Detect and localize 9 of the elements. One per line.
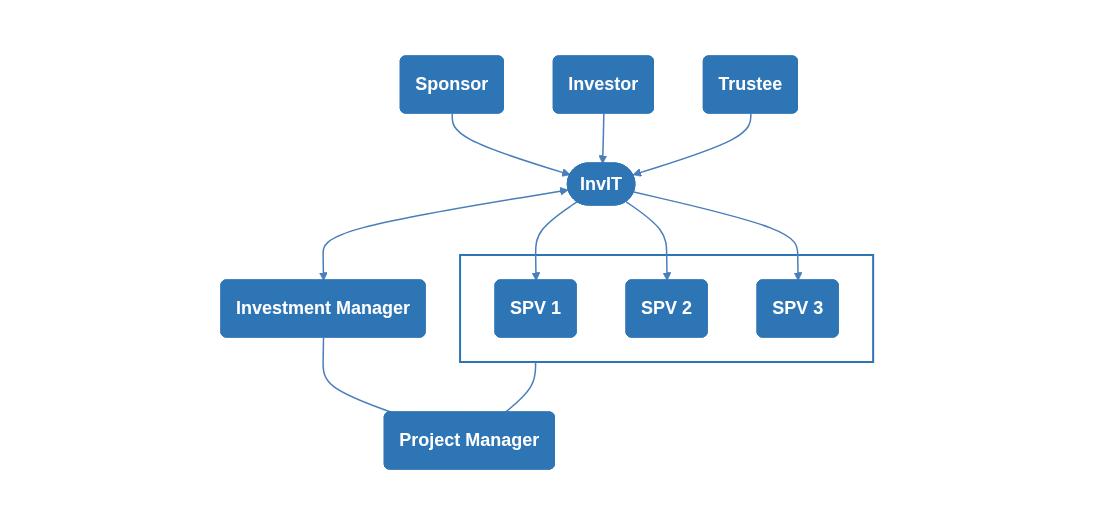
arrow (633, 190, 803, 281)
cluster (459, 253, 875, 363)
arrow (598, 112, 608, 164)
arrow (633, 112, 753, 177)
arrow (625, 200, 672, 281)
arrow (319, 186, 569, 281)
connector (504, 360, 537, 413)
arrow (531, 200, 579, 281)
arrow (451, 112, 571, 177)
